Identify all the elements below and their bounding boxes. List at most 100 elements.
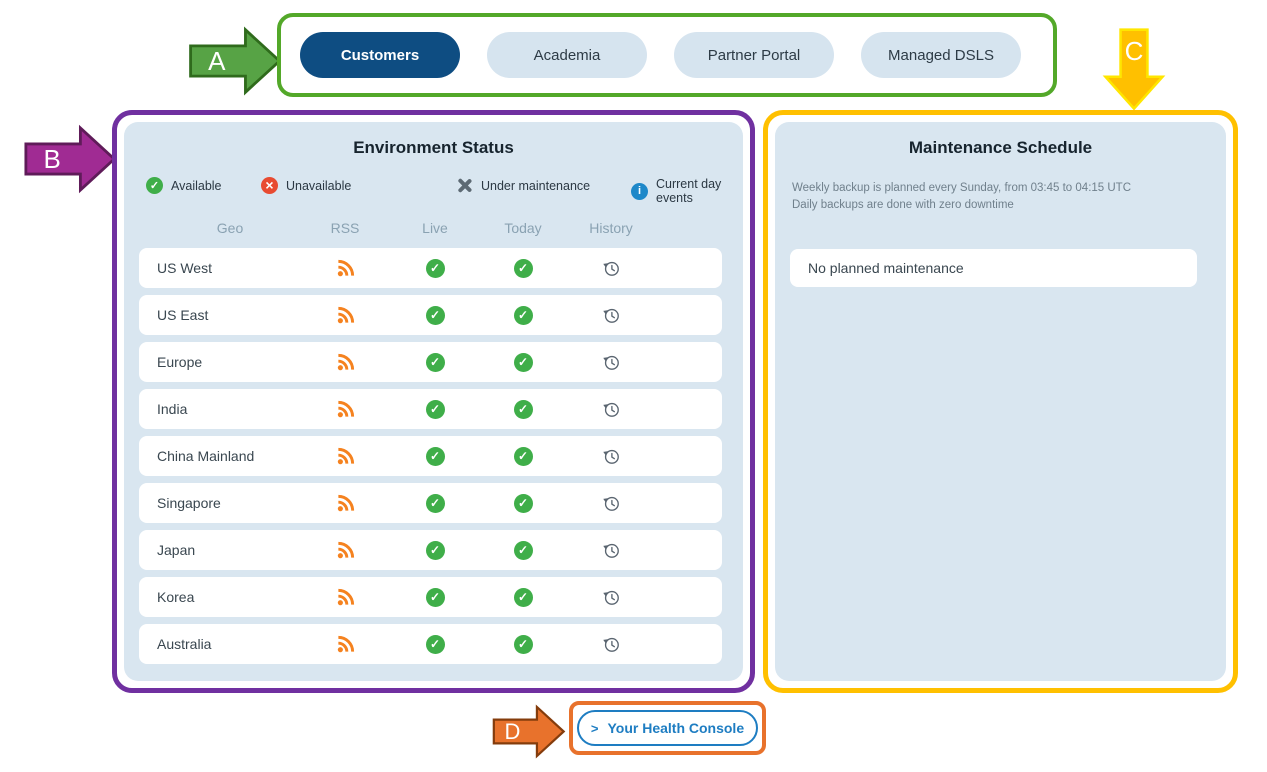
column-header: Live — [422, 220, 448, 236]
today-status-icon — [513, 493, 533, 513]
today-status-icon — [513, 258, 533, 278]
health-console-highlight-box: > Your Health Console — [569, 701, 766, 755]
live-status-icon — [425, 399, 445, 419]
annotation-arrow-c: C — [1102, 28, 1166, 112]
legend-item: Unavailable — [261, 177, 351, 194]
legend-label: Current day events — [656, 177, 722, 205]
live-status-icon — [425, 634, 445, 654]
history-icon[interactable] — [602, 494, 621, 513]
live-status-icon — [425, 446, 445, 466]
history-icon[interactable] — [602, 447, 621, 466]
history-icon[interactable] — [602, 635, 621, 654]
today-status-icon — [513, 446, 533, 466]
legend-item: Available — [146, 177, 222, 194]
live-status-icon — [425, 587, 445, 607]
no-maintenance-card: No planned maintenance — [790, 249, 1197, 287]
maintenance-schedule-highlight-box: Maintenance Schedule Weekly backup is pl… — [763, 110, 1238, 693]
today-status-icon — [513, 305, 533, 325]
history-icon[interactable] — [602, 541, 621, 560]
chevron-right-icon: > — [590, 720, 599, 736]
today-status-icon — [513, 352, 533, 372]
rss-icon[interactable] — [336, 400, 355, 419]
tab[interactable]: Managed DSLS — [861, 32, 1021, 78]
tab[interactable]: Academia — [487, 32, 647, 78]
rss-icon[interactable] — [336, 353, 355, 372]
rss-icon[interactable] — [336, 494, 355, 513]
column-header: Geo — [216, 220, 244, 236]
tab-group: Customers Academia Partner Portal Manage… — [281, 17, 1053, 93]
rss-icon[interactable] — [336, 259, 355, 278]
table-row: Japan — [139, 530, 722, 570]
history-icon[interactable] — [602, 400, 621, 419]
rss-icon[interactable] — [336, 541, 355, 560]
panel-title: Environment Status — [353, 138, 514, 157]
table-row: Europe — [139, 342, 722, 382]
rss-icon[interactable] — [336, 306, 355, 325]
legend-label: Available — [171, 178, 222, 193]
health-console-button[interactable]: > Your Health Console — [577, 710, 758, 746]
health-console-label: Your Health Console — [607, 720, 745, 736]
rss-icon[interactable] — [336, 588, 355, 607]
today-status-icon — [513, 634, 533, 654]
arrow-right-icon — [492, 704, 566, 759]
table-row: US West — [139, 248, 722, 288]
legend-status-icon — [261, 177, 278, 194]
table-row: China Mainland — [139, 436, 722, 476]
legend-label: Under maintenance — [481, 178, 591, 193]
geo-label: Korea — [157, 589, 195, 605]
rss-icon[interactable] — [336, 635, 355, 654]
history-icon[interactable] — [602, 588, 621, 607]
maintenance-description-line1: Weekly backup is planned every Sunday, f… — [792, 182, 1132, 194]
annotation-arrow-a: A — [188, 26, 284, 96]
environment-table: US West — [139, 248, 722, 671]
annotation-arrow-b: B — [24, 120, 118, 198]
tab[interactable]: Customers — [300, 32, 460, 78]
column-header: RSS — [330, 220, 360, 236]
table-row: Australia — [139, 624, 722, 664]
table-row: Singapore — [139, 483, 722, 523]
maintenance-description-line2: Daily backups are done with zero downtim… — [792, 199, 1014, 211]
live-status-icon — [425, 540, 445, 560]
status-legend: Available Unavailable Under maintenance … — [124, 177, 743, 205]
table-row: US East — [139, 295, 722, 335]
geo-label: US East — [157, 307, 209, 323]
legend-label: Unavailable — [286, 178, 352, 193]
today-status-icon — [513, 399, 533, 419]
table-header-row: Geo RSS Live Today History — [139, 217, 722, 239]
tab-group-highlight-box: Customers Academia Partner Portal Manage… — [277, 13, 1057, 97]
live-status-icon — [425, 493, 445, 513]
today-status-icon — [513, 540, 533, 560]
legend-status-icon — [146, 177, 163, 194]
history-icon[interactable] — [602, 259, 621, 278]
column-header: History — [589, 220, 633, 236]
rss-icon[interactable] — [336, 447, 355, 466]
live-status-icon — [425, 258, 445, 278]
history-icon[interactable] — [602, 353, 621, 372]
tab[interactable]: Partner Portal — [674, 32, 834, 78]
live-status-icon — [425, 352, 445, 372]
geo-label: Australia — [157, 636, 212, 652]
annotation-letter: B — [43, 143, 61, 174]
geo-label: India — [157, 401, 188, 417]
annotation-letter: D — [504, 718, 521, 744]
legend-item: Current day events — [631, 177, 743, 205]
panel-title: Maintenance Schedule — [908, 138, 1093, 157]
environment-status-highlight-box: Environment Status Available Unavailable… — [112, 110, 755, 693]
legend-item: Under maintenance — [456, 177, 590, 194]
legend-status-icon — [456, 177, 473, 194]
environment-status-panel: Environment Status Available Unavailable… — [124, 122, 743, 681]
arrow-down-icon — [1102, 28, 1166, 111]
column-header: Today — [504, 220, 542, 236]
legend-status-icon — [631, 182, 648, 200]
live-status-icon — [425, 305, 445, 325]
history-icon[interactable] — [602, 306, 621, 325]
maintenance-description: Weekly backup is planned every Sunday, f… — [792, 180, 1212, 214]
geo-label: China Mainland — [157, 448, 255, 464]
annotation-letter: C — [1124, 36, 1144, 67]
geo-label: Singapore — [157, 495, 221, 511]
arrow-right-icon — [189, 26, 282, 96]
geo-label: Europe — [157, 354, 203, 370]
geo-label: Japan — [157, 542, 196, 558]
annotation-letter: A — [208, 45, 226, 76]
today-status-icon — [513, 587, 533, 607]
